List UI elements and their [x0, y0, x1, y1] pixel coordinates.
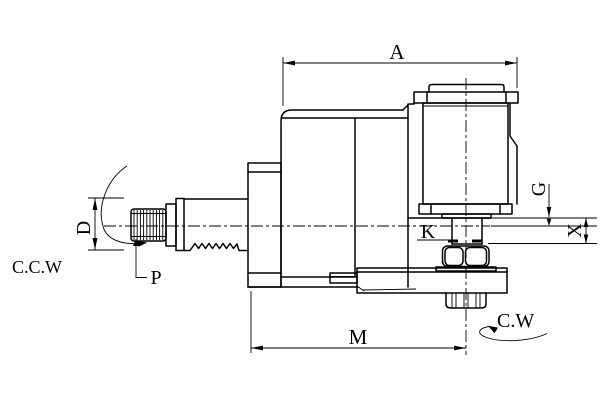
spline-teeth [131, 210, 166, 240]
rotation-ccw: C.C.W [12, 165, 147, 277]
cw-label: C.W [497, 310, 534, 332]
cw-rotation-arc [479, 326, 548, 342]
dim-d-arrow-top [92, 198, 98, 210]
collet-nut-facet-left [444, 246, 464, 267]
dim-m-label: M [349, 325, 368, 349]
body-outline-left-top [280, 109, 404, 288]
dimension-p: P [133, 238, 162, 289]
shank-bottom-thread-zigzag [183, 242, 249, 252]
spindle-flange-disc [441, 213, 492, 219]
dim-d-arrow-bottom [92, 238, 98, 250]
motor-top-cap [428, 83, 505, 93]
dim-a-label: A [389, 40, 405, 64]
dim-a-arrow-left [283, 60, 295, 66]
dim-p-tick [133, 238, 139, 246]
cw-arrowhead-icon [488, 325, 498, 334]
motor-unit [413, 83, 519, 219]
centerlines [104, 78, 490, 355]
flange-shadow-line [362, 288, 417, 291]
spline-backing-plate [165, 203, 177, 247]
dim-x-label: X [564, 223, 586, 238]
motor-right-step-contour [509, 102, 518, 205]
dim-m-arrow-right [454, 345, 466, 351]
dim-a-arrow-right [505, 60, 517, 66]
ccw-rotation-arc [100, 165, 141, 245]
dim-d-label: D [73, 221, 95, 235]
flange-shadow-diagonal [356, 285, 365, 292]
motor-body [422, 102, 509, 205]
dimension-g-x: G X [488, 182, 597, 244]
main-housing [247, 102, 492, 288]
dimension-d: D [73, 197, 124, 251]
dimension-a: A [282, 40, 518, 106]
shank-assembly [130, 197, 249, 252]
dim-g-label: G [528, 182, 550, 196]
dim-m-arrow-left [251, 345, 263, 351]
foot-block [329, 267, 508, 309]
dim-k-label: K [421, 221, 436, 243]
dim-x-arrow-bottom [583, 234, 589, 244]
shank-collar [175, 197, 185, 252]
dimension-m: M [250, 291, 466, 353]
collet-nut-facet-right [464, 246, 488, 267]
rotation-cw: C.W [479, 310, 548, 342]
ccw-arrowhead-icon [136, 240, 147, 247]
output-spline-lines [451, 293, 481, 308]
side-pipe [329, 272, 358, 284]
dim-x-arrow-top [583, 218, 589, 227]
motor-base-plate [418, 203, 513, 215]
ccw-label: C.C.W [12, 257, 62, 277]
dim-g-arrow-bottom [546, 218, 552, 226]
dim-p-leader [135, 246, 147, 278]
dim-g-arrow-top [546, 207, 552, 217]
dimension-k: K [417, 221, 452, 243]
output-spline-shaft-outline [445, 292, 487, 309]
dim-p-label: P [150, 267, 161, 289]
washer [435, 266, 497, 272]
mount-flange [247, 162, 282, 288]
